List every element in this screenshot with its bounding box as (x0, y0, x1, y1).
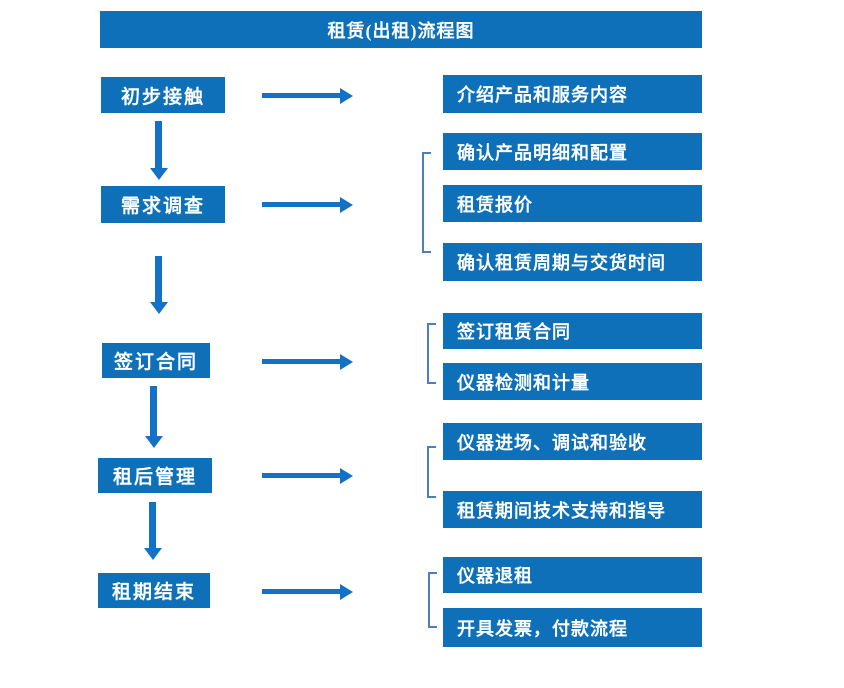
step-box-sign-contract: 签订合同 (102, 343, 210, 378)
output-box-technical-support: 租赁期间技术支持和指导 (443, 491, 702, 528)
output-box-rental-quote: 租赁报价 (443, 185, 702, 222)
down-arrow-icon-4 (149, 502, 156, 548)
output-box-confirm-period-delivery: 确认租赁周期与交货时间 (443, 243, 702, 281)
output-box-introduce-products: 介绍产品和服务内容 (443, 75, 702, 113)
down-arrow-icon-2 (155, 256, 162, 302)
right-arrow-icon-5 (262, 589, 340, 594)
group-bracket-post-rental (427, 446, 436, 498)
right-arrow-icon-2 (262, 202, 340, 207)
step-box-demand-survey: 需求调查 (101, 186, 225, 223)
right-arrow-icon-3 (262, 359, 340, 364)
step-box-initial-contact: 初步接触 (101, 77, 225, 113)
output-box-instrument-setup: 仪器进场、调试和验收 (443, 423, 702, 460)
flowchart-title: 租赁(出租)流程图 (100, 11, 702, 48)
down-arrow-icon-1 (155, 121, 162, 168)
step-box-rental-end: 租期结束 (98, 573, 210, 608)
output-box-confirm-details: 确认产品明细和配置 (443, 133, 702, 170)
group-bracket-demand-survey (422, 152, 431, 253)
output-box-instrument-testing: 仪器检测和计量 (443, 363, 702, 400)
group-bracket-rental-end (428, 572, 437, 628)
group-bracket-sign-contract (427, 323, 436, 384)
right-arrow-icon-4 (262, 473, 340, 478)
output-box-sign-rental-contract: 签订租赁合同 (443, 313, 702, 349)
step-box-post-rental-management: 租后管理 (98, 458, 212, 493)
output-box-invoice-payment: 开具发票，付款流程 (443, 608, 702, 647)
output-box-instrument-return: 仪器退租 (443, 557, 702, 593)
down-arrow-icon-3 (150, 386, 157, 436)
right-arrow-icon-1 (262, 93, 340, 98)
